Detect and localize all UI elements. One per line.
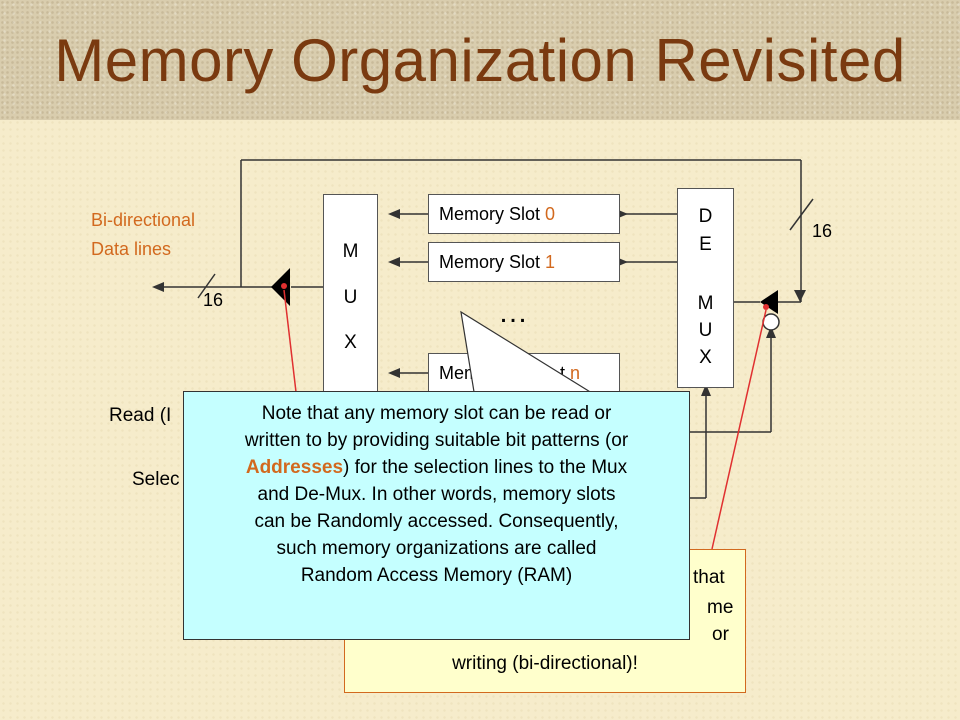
mux-letter-x: X xyxy=(344,332,357,353)
note-yellow-line1: that xyxy=(693,567,725,588)
addresses-keyword: Addresses xyxy=(245,457,344,478)
memory-slot-1-number: 1 xyxy=(545,252,556,272)
note-cyan-line6: such memory organizations are called xyxy=(276,538,597,559)
note-cyan: Note that any memory slot can be read or… xyxy=(183,391,690,640)
title-banner xyxy=(0,0,960,120)
demux-letter-m: M xyxy=(697,293,714,314)
demux-block xyxy=(677,188,734,388)
memory-slot-0: Memory Slot 0 xyxy=(428,194,620,234)
tristate-buffer-right xyxy=(760,290,780,331)
note-cyan-line1: Note that any memory slot can be read or xyxy=(261,403,612,424)
note-cyan-line2: written to by providing suitable bit pat… xyxy=(244,430,629,451)
bidirectional-label-line1: Bi-directional xyxy=(91,210,196,230)
bus-width-left: 16 xyxy=(203,290,224,310)
mux-letter-u: U xyxy=(343,287,358,308)
ellipsis: … xyxy=(498,296,528,329)
read-line-label: Read (I xyxy=(109,405,172,426)
memory-slot-0-text: Memory Slot xyxy=(439,204,546,224)
memory-slot-n-number: n xyxy=(570,363,581,383)
demux-letter-d: D xyxy=(698,206,713,227)
memory-slot-n-tail-text: t xyxy=(560,363,571,383)
bidirectional-label-line2: Data lines xyxy=(91,239,172,259)
memory-slot-n-tail: t n xyxy=(560,354,580,392)
demux-letter-e: E xyxy=(699,234,712,255)
demux-letter-u: U xyxy=(698,320,713,341)
note-cyan-line4: and De-Mux. In other words, memory slots xyxy=(257,484,616,505)
memory-slot-n-text: Mem xyxy=(439,363,479,383)
note-yellow-line2: me xyxy=(707,597,734,618)
select-line-label: Selec xyxy=(132,469,180,490)
bus-width-right: 16 xyxy=(812,221,833,241)
slide-title: Memory Organization Revisited xyxy=(54,27,906,94)
note-cyan-line5: can be Randomly accessed. Consequently, xyxy=(254,511,619,532)
memory-slot-1-text: Memory Slot xyxy=(439,252,546,272)
note-yellow-line3: or xyxy=(712,624,729,645)
note-cyan-line3: Addresses) for the selection lines to th… xyxy=(192,454,681,481)
memory-slot-1: Memory Slot 1 xyxy=(428,242,620,282)
note-cyan-line7: Random Access Memory (RAM) xyxy=(300,565,573,586)
memory-slot-0-number: 0 xyxy=(545,204,556,224)
mux-letter-m: M xyxy=(342,241,359,262)
note-yellow-line4: writing (bi-directional)! xyxy=(452,653,638,674)
mux-block xyxy=(323,194,378,397)
demux-letter-x: X xyxy=(699,347,712,368)
note-cyan-line3-rest: ) for the selection lines to the Mux xyxy=(343,457,628,478)
